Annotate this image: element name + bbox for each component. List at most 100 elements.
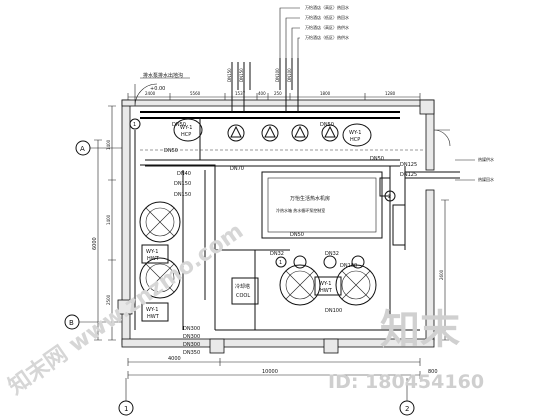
bottom-dimension-chain [127,358,421,366]
pump-row [227,124,339,142]
pipe-label: DN300 [183,334,200,340]
hwt-unit [139,201,181,243]
id-watermark: ID: 180454160 [328,371,484,393]
pipe-label: DN125 [400,162,417,168]
equipment-label: COOL [236,293,250,299]
pipe-label: DN100 [275,68,280,82]
equipment-label: WY-1 [146,307,158,313]
pipe-label: DN50 [320,122,334,128]
equipment-label: HCP [350,137,360,143]
dimension-text: 1800 [320,91,331,96]
hwt-label-box [141,302,169,322]
pipe-label: DN125 [400,172,417,178]
axis-bubble: 2 [399,400,415,416]
header-label: 万怡酒店（低区）热回水 [305,14,349,20]
top-dimensions: 2400 5560 1537 400 250 1800 1280 [145,91,396,96]
door-swing [433,129,451,147]
hwt-unit [139,257,181,299]
hcp-unit: WY-1 HCP [173,118,203,142]
dimension-text: 5560 [190,91,201,96]
tank-subtitle: 冷热水箱 热水循环泵控制室 [276,207,325,213]
svg-text:2: 2 [405,405,409,413]
door-swing [134,83,158,107]
pipe-label: DN70 [230,166,244,172]
dimension-text: 2400 [145,91,156,96]
grid-bubble: 1 [275,256,287,268]
header-label: 万怡酒店（高区）热回水 [305,4,349,10]
header-label: 万怡酒店（高区）热供水 [305,24,349,30]
pipe-label: DN150 [174,192,191,198]
equipment-label: 冷却塔 [235,283,250,290]
axis-bubble: A [75,140,91,156]
tank-title: 万怡生活热水机房 [290,195,330,202]
svg-text:2: 2 [388,194,391,200]
dimension-text: 2600 [439,269,444,280]
mid-header-pipe [145,159,400,167]
axis-bubble: 1 [118,400,134,416]
dimension-text: 1280 [385,91,396,96]
dimension-text: 250 [274,91,282,96]
header-label: 万怡酒店（低区）热供水 [305,34,349,40]
main-header-pipe [140,111,400,119]
pipe-label: DN150 [227,68,232,82]
leader-right [455,159,475,181]
dimension-text: 2500 [106,294,111,305]
pipe-out-right [405,171,460,179]
pipe-network-left [134,130,216,330]
dimension-text: 6000 [92,237,98,250]
equipment-label: WY-1 [319,281,331,287]
cool-unit [231,277,259,305]
grid-bubble: 1 [129,118,141,130]
boiler-unit [279,264,321,306]
valve-column [392,204,406,246]
header-leader-lines [279,7,300,58]
equipment-label: WY-1 [146,249,158,255]
bottom-dimension-total [127,371,421,379]
svg-text:A: A [80,145,85,153]
pipe-label: DN150 [174,181,191,187]
pipe-label: DN32 [325,251,339,257]
equipment-label: HCP [181,132,191,138]
top-pipe-labels: DN150 DN150 DN100 DN100 [227,68,292,82]
equipment-label: WY-1 [180,125,192,131]
pipe-label: DN100 [340,263,357,269]
pipe-label: DN50 [164,148,178,154]
branch-pipes [199,90,299,160]
hwt-label-box [314,276,342,296]
equipment-label: HWT [320,288,333,294]
axis-bubble: B [64,314,80,330]
right-label: 热媒供水 [478,156,494,162]
pipe-label: DN350 [183,350,200,356]
pipe-label: DN150 [239,68,244,82]
hwt-label-box [141,244,169,264]
axis-leaders [79,147,408,401]
svg-text:1: 1 [124,405,128,413]
brand-watermark: 知末 [380,307,460,353]
dimension-text: 10000 [262,369,278,375]
pipe-label: DN300 [183,326,200,332]
equipment-label: HWT [147,256,160,262]
pipe-label: DN100 [287,68,292,82]
elevation-mark: +0.00 [150,86,165,92]
dimension-text: 1537 [235,91,246,96]
dimension-text: 800 [428,369,438,375]
pipe-label: DN32 [270,251,284,257]
pipe-bundle [231,58,299,90]
water-tank [261,171,383,239]
dimension-text: 1400 [106,139,111,150]
dimension-text: 4000 [168,356,181,362]
boiler-unit [335,264,377,306]
left-dimension-chain [108,105,116,341]
dimension-text: 1400 [106,214,111,225]
hcp-unit: WY-1 HCP [342,123,372,147]
pipe-label: DN300 [183,342,200,348]
svg-text:1: 1 [279,260,282,266]
exhaust-label: 排水泵排水出地沟 [143,72,183,79]
equipment-label: WY-1 [349,130,361,136]
left-dimension-total [94,139,102,341]
pipe-label: DN50 [290,232,304,238]
svg-text:1: 1 [133,122,136,128]
equipment-label: HWT [147,314,160,320]
pipe-label: DN50 [172,122,186,128]
